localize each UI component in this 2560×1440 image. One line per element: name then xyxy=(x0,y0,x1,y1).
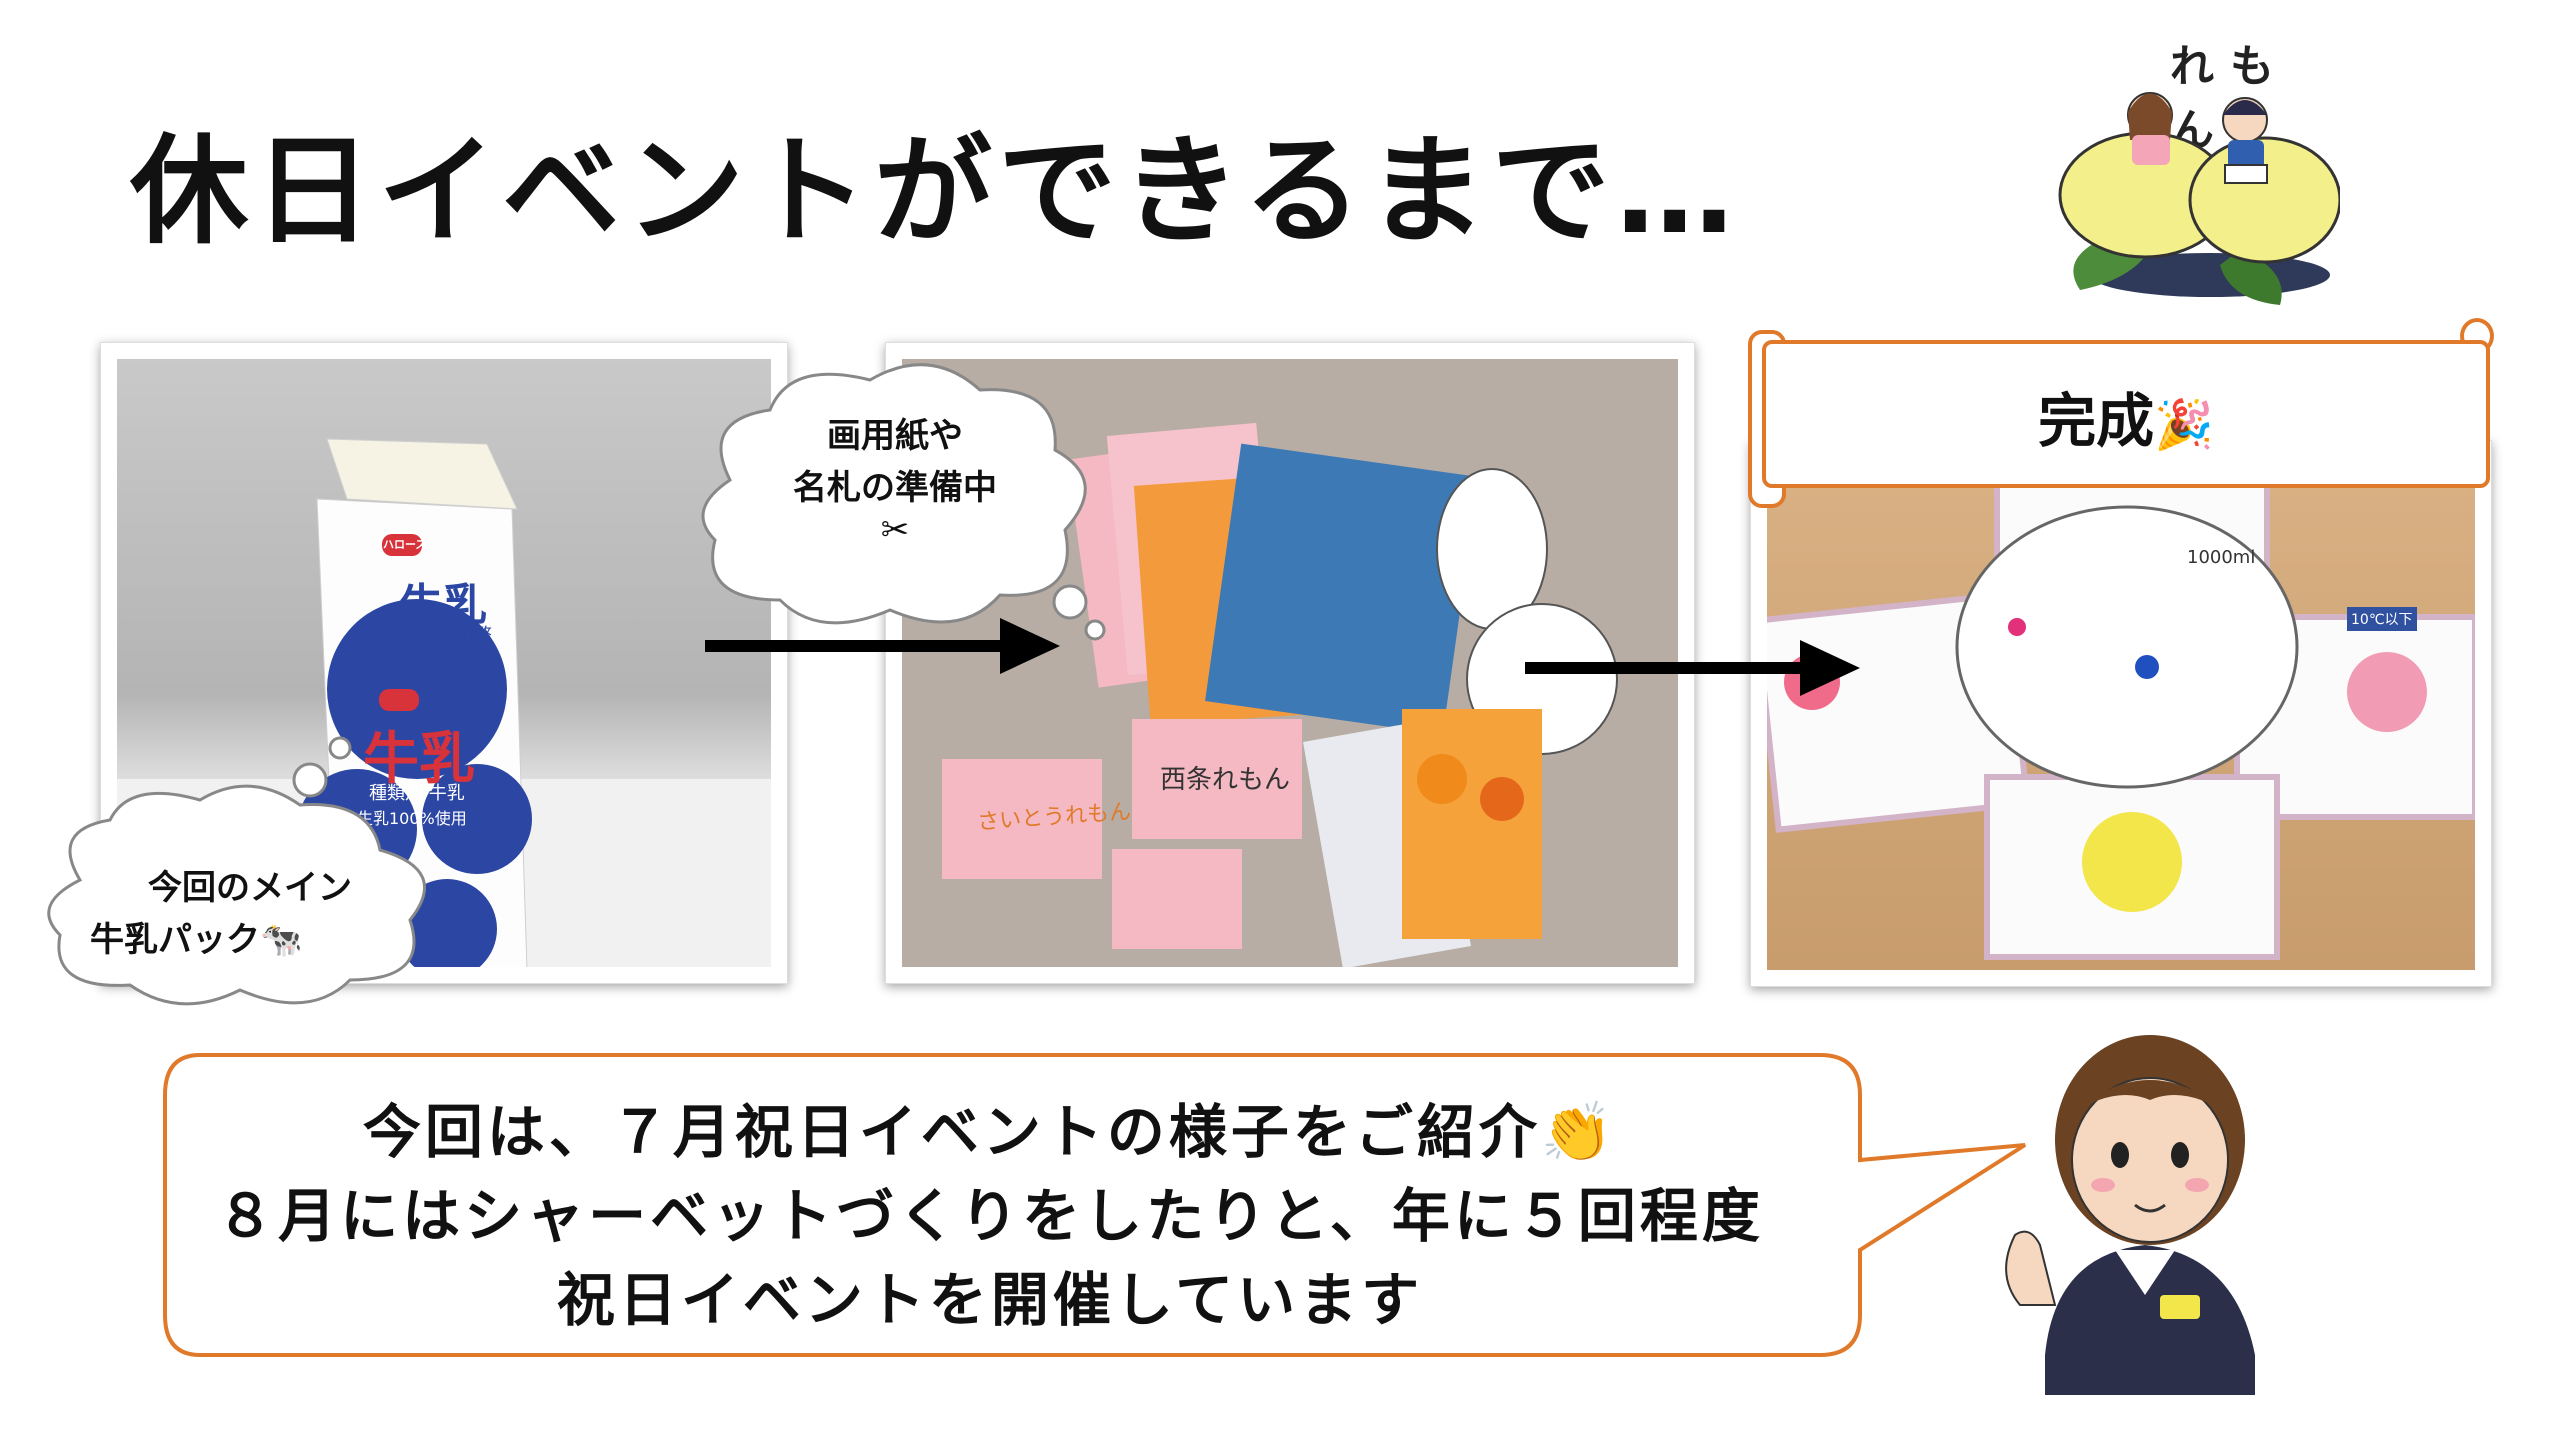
milk-cloud-line2: 牛乳パック xyxy=(90,920,260,960)
message-text: 今回は、７月祝日イベントの様子をご紹介👏 ８月にはシャーベットづくりをしたりと、… xyxy=(170,1090,1810,1342)
milk-thought-cloud: 今回のメイン 牛乳パック🐄 xyxy=(10,720,510,1020)
message-line1: 今回は、７月祝日イベントの様子をご紹介 xyxy=(362,1098,1541,1166)
box-temp-label: 10℃以下 xyxy=(2347,607,2417,631)
name-tag-2: 西条れもん xyxy=(1160,765,1291,795)
cow-icon: 🐄 xyxy=(260,920,303,960)
carton-type-label: 種類別 牛乳 xyxy=(369,783,465,804)
paper-cloud-line2: 名札の準備中 xyxy=(793,468,997,508)
paper-thought-cloud: 画用紙や 名札の準備中 ✂ xyxy=(670,330,1120,660)
scissors-icon: ✂ xyxy=(880,510,910,550)
carton-milk-label-2: 牛乳 xyxy=(363,727,475,792)
milk-cloud-line1: 今回のメイン xyxy=(148,868,352,908)
logo-text: れもん xyxy=(2170,41,2290,156)
complete-text: 完成 xyxy=(2038,387,2155,455)
staff-character-illustration xyxy=(2005,1035,2255,1395)
box-volume-label: 1000ml xyxy=(2187,547,2256,568)
finished-box-photo-frame: 1000ml 10℃以下 xyxy=(1750,440,2492,987)
party-popper-icon: 🎉 xyxy=(2154,397,2214,453)
message-line3: 祝日イベントを開催しています xyxy=(556,1266,1424,1334)
carton-brand-1: ハローズ xyxy=(383,538,427,551)
carton-unadjusted-label: 成分無調整 xyxy=(402,625,492,646)
carton-raw-milk-label: 生乳100%使用 xyxy=(357,809,467,828)
speech-bubble xyxy=(163,1053,2027,1357)
arrow-1-head xyxy=(1000,618,1060,674)
craft-materials-illustration xyxy=(942,422,1618,967)
lemon-kids-icon xyxy=(2058,92,2340,305)
page-title: 休日イベントができるまで… xyxy=(130,122,1740,260)
arrow-2-head xyxy=(1800,640,1860,696)
paper-cloud-line1: 画用紙や xyxy=(827,416,963,456)
remon-logo: れもん xyxy=(2040,20,2340,310)
staff-character xyxy=(1985,1005,2305,1395)
carton-milk-label-1: 牛乳 xyxy=(399,580,487,631)
finished-box-illustration xyxy=(1767,474,2475,960)
arrow-2-shaft xyxy=(1525,662,1805,674)
finished-box-photo: 1000ml 10℃以下 xyxy=(1767,457,2475,970)
message-line2: ８月にはシャーベットづくりをしたりと、年に５回程度 xyxy=(216,1182,1764,1250)
complete-banner: 完成🎉 xyxy=(1762,340,2490,488)
arrow-1-shaft xyxy=(705,640,1005,652)
clapping-icon: 👏 xyxy=(1540,1098,1618,1166)
